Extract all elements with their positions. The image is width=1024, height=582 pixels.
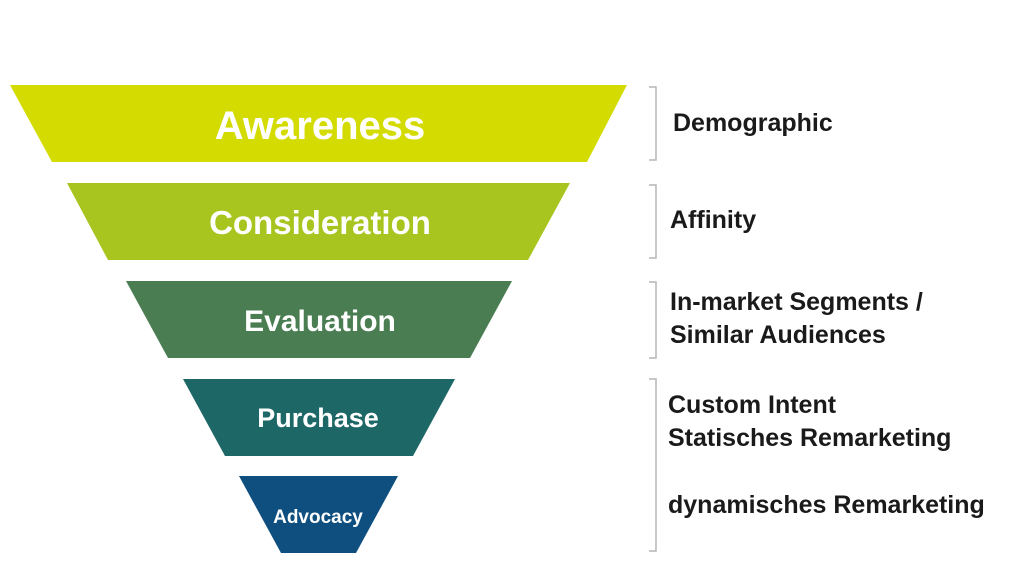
funnel-stage-purchase: Purchase [183,379,455,456]
funnel-stage-advocacy: Advocacy [239,476,398,553]
stage-label-evaluation: Evaluation [244,305,396,338]
funnel-band-awareness [10,85,627,162]
stage-label-consideration: Consideration [209,204,431,241]
audience-in-market-similar: In-market Segments / Similar Audiences [670,286,923,352]
funnel-band-consideration [67,183,570,260]
funnel-stage-evaluation: Evaluation [126,281,512,358]
audience-line: Statisches Remarketing [668,424,952,452]
bracket-evaluation [649,281,657,359]
audience-demographic: Demographic [673,107,833,140]
stage-label-awareness: Awareness [215,104,426,148]
funnel-stage-awareness: Awareness [10,85,627,162]
audience-custom-intent-remarketing: Custom Intent Statisches Remarketing [668,389,951,455]
audience-line: Custom Intent [668,391,837,419]
funnel-band-evaluation [126,281,512,358]
audience-line: dynamisches Remarketing [668,491,985,519]
audience-affinity: Affinity [670,204,756,237]
stage-label-advocacy: Advocacy [273,507,363,528]
bracket-purchase-advocacy [649,378,657,552]
audience-line: Similar Audiences [670,321,886,349]
audience-line: In-market Segments / [670,288,923,316]
bracket-consideration [649,184,657,259]
audience-dynamic-remarketing: dynamisches Remarketing [668,489,985,522]
audience-line: Affinity [670,206,757,234]
stage-label-purchase: Purchase [257,403,379,433]
audience-line: Demographic [673,109,833,137]
bracket-awareness [649,86,657,161]
funnel-stage-consideration: Consideration [67,183,570,260]
funnel-band-purchase [183,379,455,456]
funnel-band-advocacy [239,476,398,553]
